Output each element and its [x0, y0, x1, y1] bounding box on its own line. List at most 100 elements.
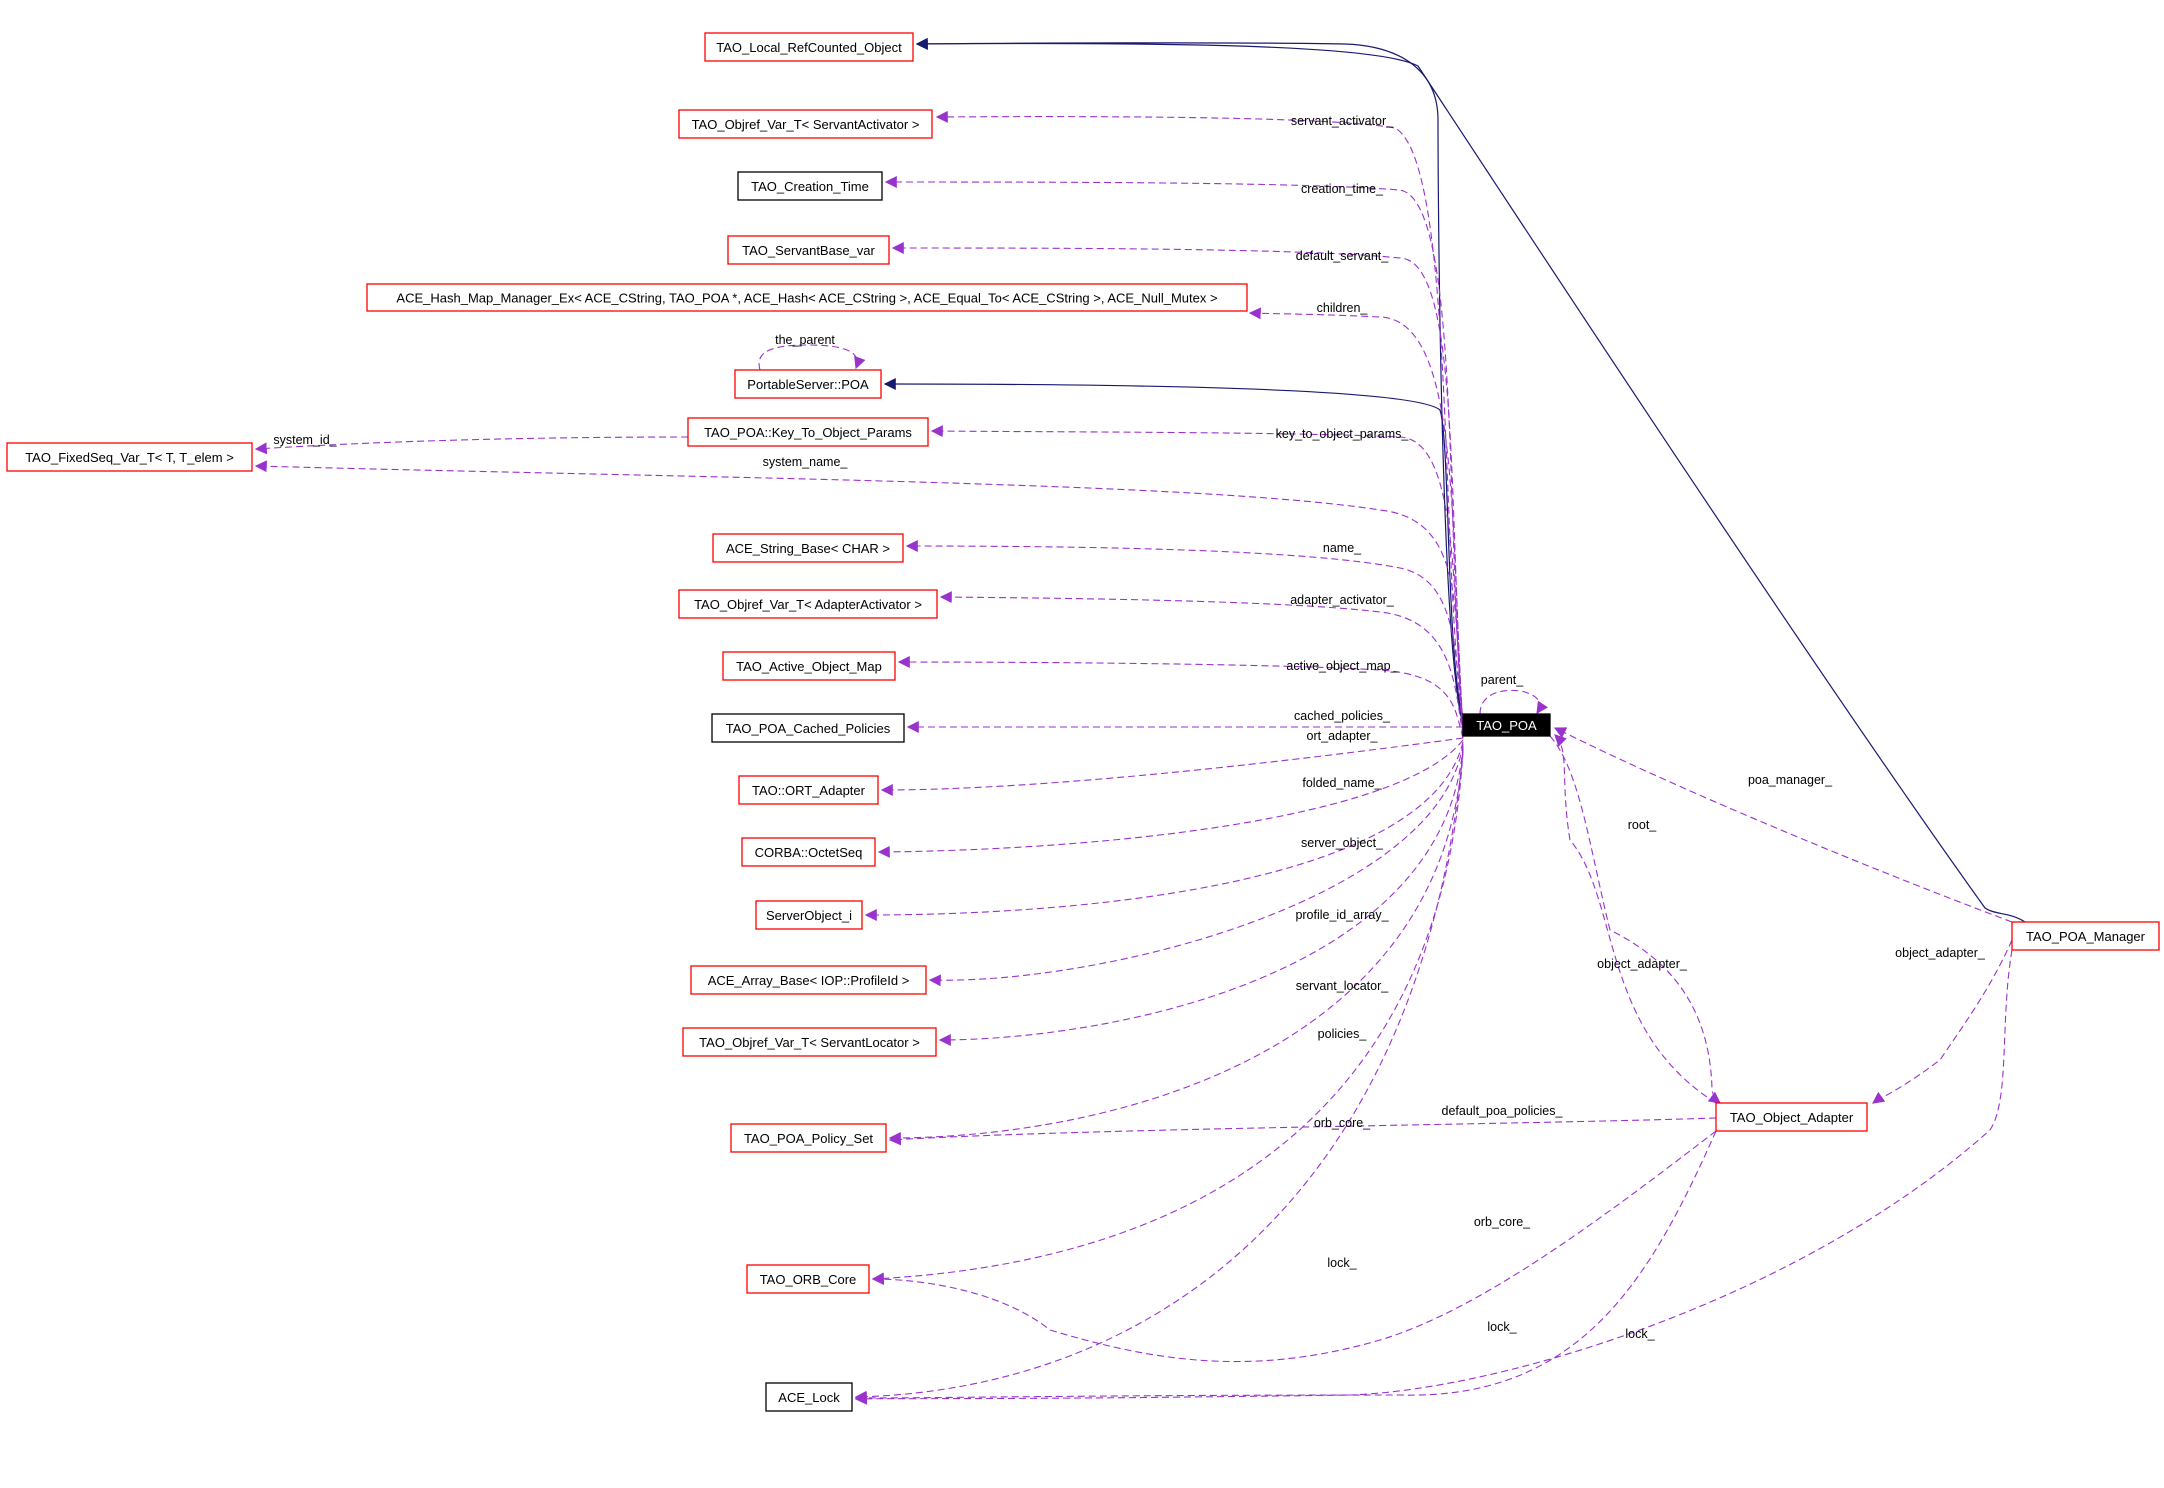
node-label-object_adapter: TAO_Object_Adapter	[1730, 1110, 1854, 1125]
edge-lock_poa	[854, 751, 1464, 1403]
node-label-poa_policy_set: TAO_POA_Policy_Set	[744, 1131, 873, 1146]
node-octetseq[interactable]: CORBA::OctetSeq	[741, 837, 876, 867]
node-object_adapter[interactable]: TAO_Object_Adapter	[1715, 1102, 1868, 1132]
edge-parent_	[1479, 689, 1548, 715]
node-box-orb_core	[746, 1264, 870, 1294]
node-label-hash_map_manager: ACE_Hash_Map_Manager_Ex< ACE_CString, TA…	[396, 291, 1217, 306]
edge-poa_manager-local_refcounted	[915, 37, 2026, 923]
edge-tao_poa-portableserver_poa	[883, 378, 1464, 721]
edge-servant_locator_	[938, 745, 1464, 1046]
node-box-serverobject_i	[755, 900, 863, 930]
node-tao_poa[interactable]: TAO_POA	[1462, 713, 1551, 737]
node-box-tao_poa	[1462, 713, 1551, 737]
edge-orb_core_poa	[871, 749, 1464, 1285]
node-ace_lock[interactable]: ACE_Lock	[765, 1382, 853, 1412]
node-ort_adapter[interactable]: TAO::ORT_Adapter	[738, 775, 879, 805]
node-active_object_map[interactable]: TAO_Active_Object_Map	[722, 651, 896, 681]
node-array_base[interactable]: ACE_Array_Base< IOP::ProfileId >	[690, 965, 927, 995]
edge-label-servant_activator_: servant_activator_	[1291, 114, 1394, 128]
node-objref_adapter_activator[interactable]: TAO_Objref_Var_T< AdapterActivator >	[678, 589, 938, 619]
node-box-portableserver_poa	[734, 369, 882, 399]
node-key_to_object_params[interactable]: TAO_POA::Key_To_Object_Params	[687, 417, 929, 447]
edge-portableserver_poa-self	[758, 344, 866, 371]
edge-label-system_name_: system_name_	[763, 455, 849, 469]
edge-label-adapter_activator_: adapter_activator_	[1290, 593, 1395, 607]
edge-adapter_activator_	[939, 591, 1464, 737]
node-local_refcounted[interactable]: TAO_Local_RefCounted_Object	[704, 32, 914, 62]
node-serverobject_i[interactable]: ServerObject_i	[755, 900, 863, 930]
node-orb_core[interactable]: TAO_ORB_Core	[746, 1264, 870, 1294]
node-objref_servant_locator[interactable]: TAO_Objref_Var_T< ServantLocator >	[682, 1027, 937, 1057]
node-box-creation_time	[737, 171, 883, 201]
edge-children_	[1248, 307, 1464, 729]
node-box-octetseq	[741, 837, 876, 867]
edge-lock_oa	[854, 1130, 1717, 1404]
edge-name_	[905, 540, 1464, 735]
edge-label-children_: children_	[1317, 301, 1369, 315]
node-box-objref_servant_locator	[682, 1027, 937, 1057]
edge-label-key_to_object_params_: key_to_object_params_	[1276, 427, 1410, 441]
node-label-tao_poa: TAO_POA	[1476, 718, 1537, 733]
edge-label-lock_oa: lock_	[1487, 1320, 1517, 1334]
edge-active_object_map_	[897, 656, 1464, 739]
node-box-array_base	[690, 965, 927, 995]
node-label-local_refcounted: TAO_Local_RefCounted_Object	[716, 40, 902, 55]
edge-labels-layer: the_parent servant_activator_ creation_tim…	[273, 114, 1985, 1341]
node-poa_manager[interactable]: TAO_POA_Manager	[2011, 921, 2160, 951]
node-box-poa_manager	[2011, 921, 2160, 951]
edge-label-creation_time_: creation_time_	[1301, 182, 1384, 196]
edge-label-servant_locator_: servant_locator_	[1296, 979, 1389, 993]
node-box-key_to_object_params	[687, 417, 929, 447]
edge-label-default_servant_: default_servant_	[1296, 249, 1389, 263]
node-label-creation_time: TAO_Creation_Time	[751, 179, 869, 194]
edge-label-cached_policies_: cached_policies_	[1294, 709, 1391, 723]
node-label-servantbase_var: TAO_ServantBase_var	[742, 243, 875, 258]
edge-label-parent_: parent_	[1481, 673, 1524, 687]
edge-poa_manager_	[1553, 727, 2013, 923]
node-label-array_base: ACE_Array_Base< IOP::ProfileId >	[708, 973, 910, 988]
edge-label-ort_adapter_: ort_adapter_	[1307, 729, 1379, 743]
edge-policies_	[888, 747, 1464, 1144]
edge-label-orb_core_poa: orb_core_	[1314, 1116, 1371, 1130]
edge-label-system_id_: system_id_	[273, 433, 337, 447]
nodes-layer: TAO_Local_RefCounted_ObjectTAO_Objref_Va…	[6, 32, 2160, 1412]
edge-label-server_object_: server_object_	[1301, 836, 1384, 850]
node-servantbase_var[interactable]: TAO_ServantBase_var	[727, 235, 890, 265]
node-string_base[interactable]: ACE_String_Base< CHAR >	[712, 533, 904, 563]
node-label-objref_servant_locator: TAO_Objref_Var_T< ServantLocator >	[699, 1035, 920, 1050]
node-label-cached_policies: TAO_POA_Cached_Policies	[726, 721, 891, 736]
node-box-objref_adapter_activator	[678, 589, 938, 619]
edges-layer	[254, 37, 2026, 1405]
node-box-objref_servant_activator	[678, 109, 933, 139]
node-portableserver_poa[interactable]: PortableServer::POA	[734, 369, 882, 399]
edge-label-portableserver_poa-self: the_parent	[775, 333, 835, 347]
edge-label-folded_name_: folded_name_	[1302, 776, 1382, 790]
edge-label-orb_core_oa: orb_core_	[1474, 1215, 1531, 1229]
edge-label-poa_manager_: poa_manager_	[1748, 773, 1833, 787]
node-box-fixedseq_var	[6, 442, 253, 472]
edge-server_object_	[864, 741, 1464, 921]
edge-object_adapter_poa	[1549, 735, 1721, 1104]
edge-default_servant_	[891, 242, 1464, 727]
node-box-active_object_map	[722, 651, 896, 681]
edge-servant_activator_	[935, 110, 1464, 723]
edge-profile_id_array_	[928, 743, 1464, 987]
edge-object_adapter_mgr	[1872, 939, 2013, 1104]
node-label-active_object_map: TAO_Active_Object_Map	[736, 659, 882, 674]
node-box-local_refcounted	[704, 32, 914, 62]
edge-label-name_: name_	[1323, 541, 1362, 555]
node-fixedseq_var[interactable]: TAO_FixedSeq_Var_T< T, T_elem >	[6, 442, 253, 472]
node-label-ace_lock: ACE_Lock	[778, 1390, 840, 1405]
node-box-cached_policies	[711, 713, 905, 743]
node-creation_time[interactable]: TAO_Creation_Time	[737, 171, 883, 201]
edge-root_	[1554, 734, 1717, 1104]
node-poa_policy_set[interactable]: TAO_POA_Policy_Set	[730, 1123, 887, 1153]
node-objref_servant_activator[interactable]: TAO_Objref_Var_T< ServantActivator >	[678, 109, 933, 139]
node-hash_map_manager[interactable]: ACE_Hash_Map_Manager_Ex< ACE_CString, TA…	[366, 283, 1248, 312]
node-cached_policies[interactable]: TAO_POA_Cached_Policies	[711, 713, 905, 743]
edge-orb_core_oa	[871, 1130, 1717, 1363]
edge-label-lock_mgr: lock_	[1625, 1327, 1655, 1341]
edge-folded_name_	[877, 739, 1464, 858]
